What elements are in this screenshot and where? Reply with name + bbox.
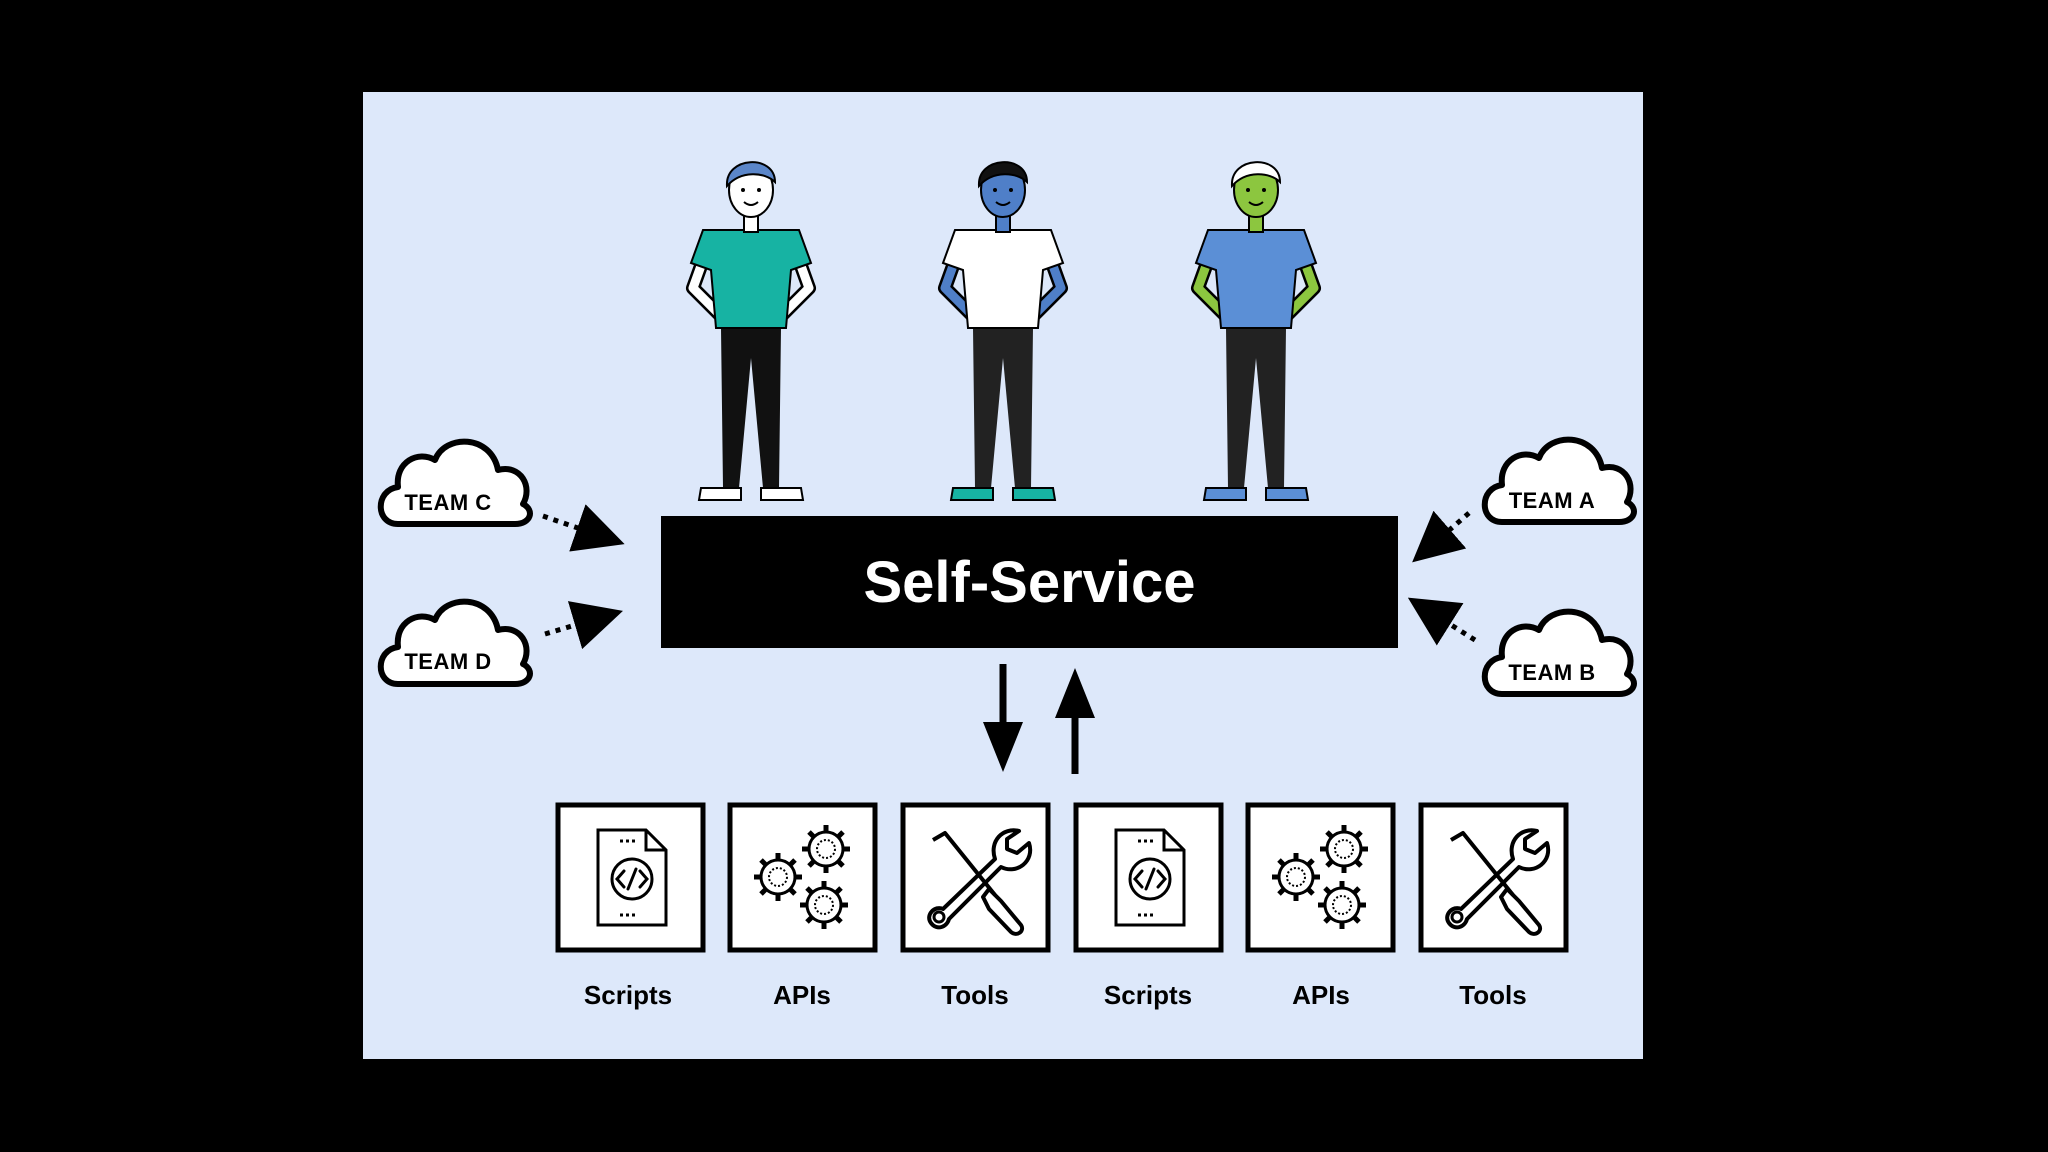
arrow-down [983,664,1023,772]
arrow-up [1055,668,1095,774]
arrow-team-d-to-center [544,601,623,650]
resource-label-scripts-2: Scripts [1103,980,1193,1010]
team-c-label: TEAM C [404,490,492,515]
resource-label-apis-2: APIs [1292,980,1350,1010]
team-b-label: TEAM B [1508,660,1596,685]
person-developer-3 [1191,161,1321,501]
arrow-team-b-to-center [1407,597,1477,646]
person-developer-2 [938,161,1068,501]
resource-box-apis-1 [727,802,878,953]
arrow-team-a-to-center [1412,510,1471,563]
resource-label-scripts-1: Scripts [583,980,673,1010]
self-service-label: Self-Service [863,549,1196,615]
team-a-label: TEAM A [1508,488,1596,513]
arrow-team-c-to-center [542,504,625,552]
self-service-box: Self-Service [661,516,1398,648]
resource-box-scripts-1 [555,802,706,953]
resource-label-tools-2: Tools [1459,980,1527,1010]
person-developer-1 [686,161,816,501]
diagram-canvas: Self-Service TEAM C TEAM D TEAM A TEAM B… [363,92,1643,1059]
team-d-label: TEAM D [404,649,492,674]
resource-label-tools-1: Tools [941,980,1009,1010]
diagram-graphics [363,161,1643,953]
resource-box-apis-2 [1245,802,1396,953]
resource-box-tools-1 [900,802,1051,953]
resource-label-apis-1: APIs [773,980,831,1010]
resource-box-tools-2 [1418,802,1569,953]
resource-box-scripts-2 [1073,802,1224,953]
